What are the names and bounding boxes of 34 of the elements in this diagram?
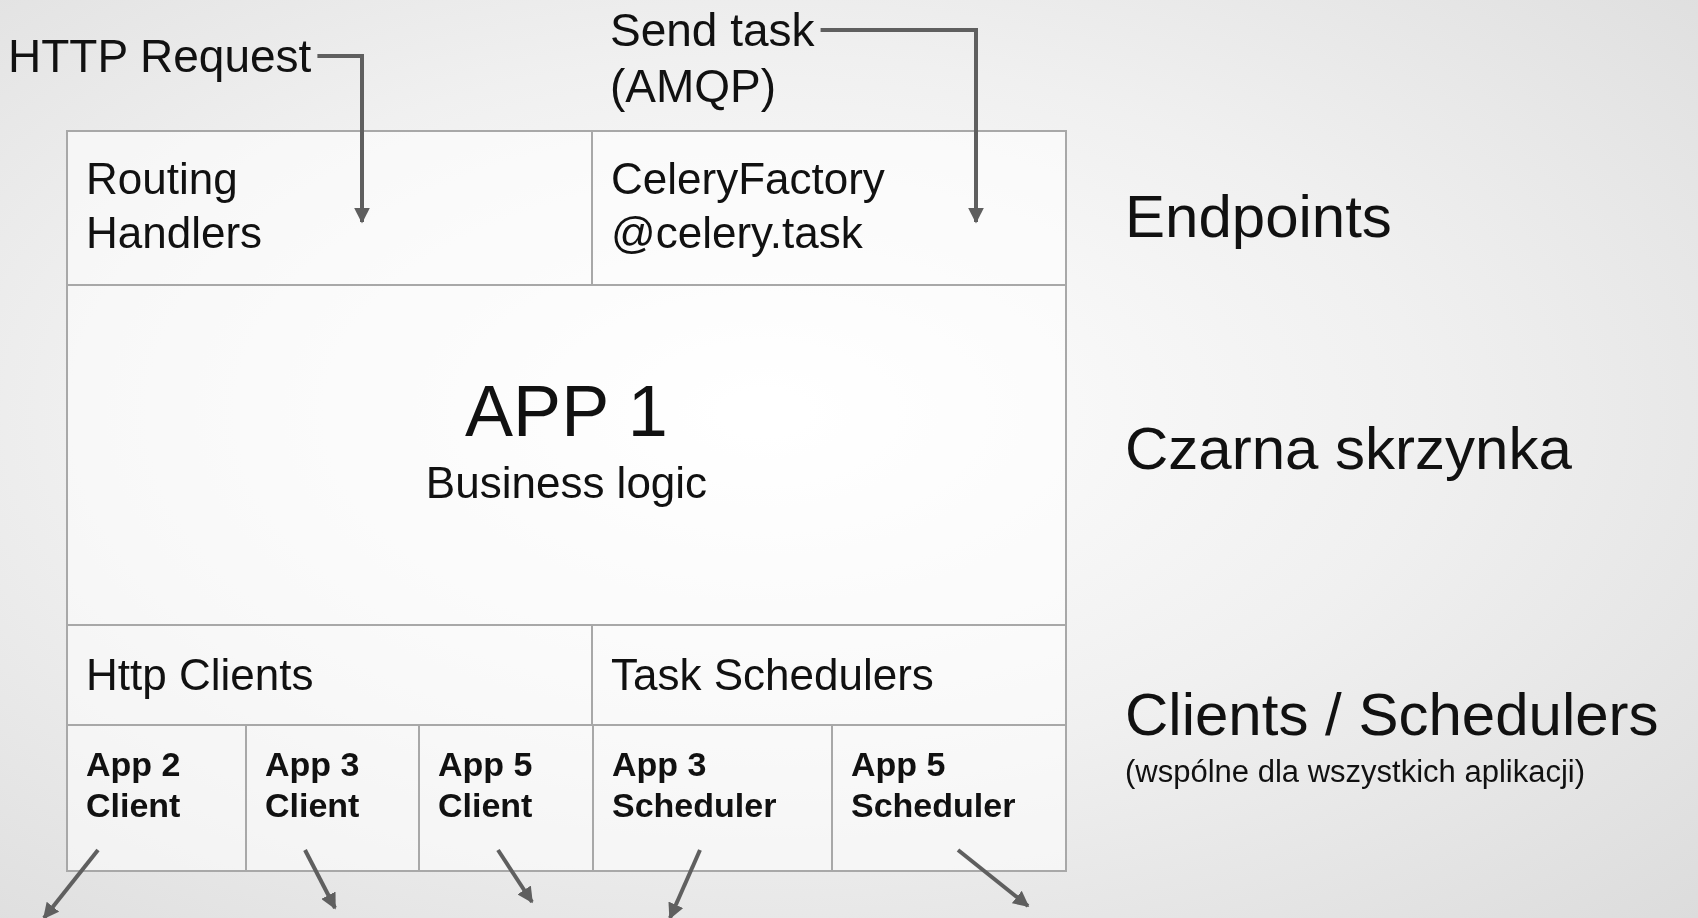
category-box bbox=[591, 624, 1067, 726]
layer-label: Czarna skrzynka bbox=[1125, 414, 1572, 483]
layer-label: Endpoints bbox=[1125, 182, 1392, 251]
box-label: App 3 Client bbox=[265, 744, 361, 827]
arrow bbox=[42, 848, 100, 918]
client-box bbox=[418, 724, 594, 872]
arrow bbox=[303, 849, 337, 910]
category-box bbox=[66, 624, 593, 726]
box-label: App 5 Client bbox=[438, 744, 534, 827]
client-box bbox=[245, 724, 420, 872]
endpoint-box bbox=[591, 130, 1067, 286]
request-label: Send task (AMQP) bbox=[610, 3, 816, 115]
arrow bbox=[956, 848, 1030, 908]
box-label: CeleryFactory @celery.task bbox=[611, 153, 886, 259]
endpoint-box bbox=[66, 130, 593, 286]
box-label: App 2 Client bbox=[86, 744, 182, 827]
box-label: Task Schedulers bbox=[611, 649, 934, 701]
box-label: Http Clients bbox=[86, 649, 314, 701]
arrow bbox=[820, 28, 984, 224]
box-label: APP 1 bbox=[465, 370, 668, 453]
note-text: (wspólne dla wszystkich aplikacji) bbox=[1125, 754, 1585, 790]
app-box bbox=[66, 284, 1067, 626]
layer-label: Clients / Schedulers bbox=[1125, 680, 1659, 749]
request-label: HTTP Request bbox=[8, 29, 312, 84]
client-box bbox=[66, 724, 247, 872]
box-label: Routing Handlers bbox=[86, 153, 264, 259]
box-label: Business logic bbox=[425, 456, 708, 509]
box-label: App 3 Scheduler bbox=[612, 744, 778, 827]
scheduler-box bbox=[831, 724, 1067, 872]
arrow bbox=[496, 848, 534, 904]
arrow bbox=[317, 54, 370, 224]
arrow bbox=[668, 849, 702, 918]
box-label: App 5 Scheduler bbox=[851, 744, 1017, 827]
scheduler-box bbox=[592, 724, 833, 872]
